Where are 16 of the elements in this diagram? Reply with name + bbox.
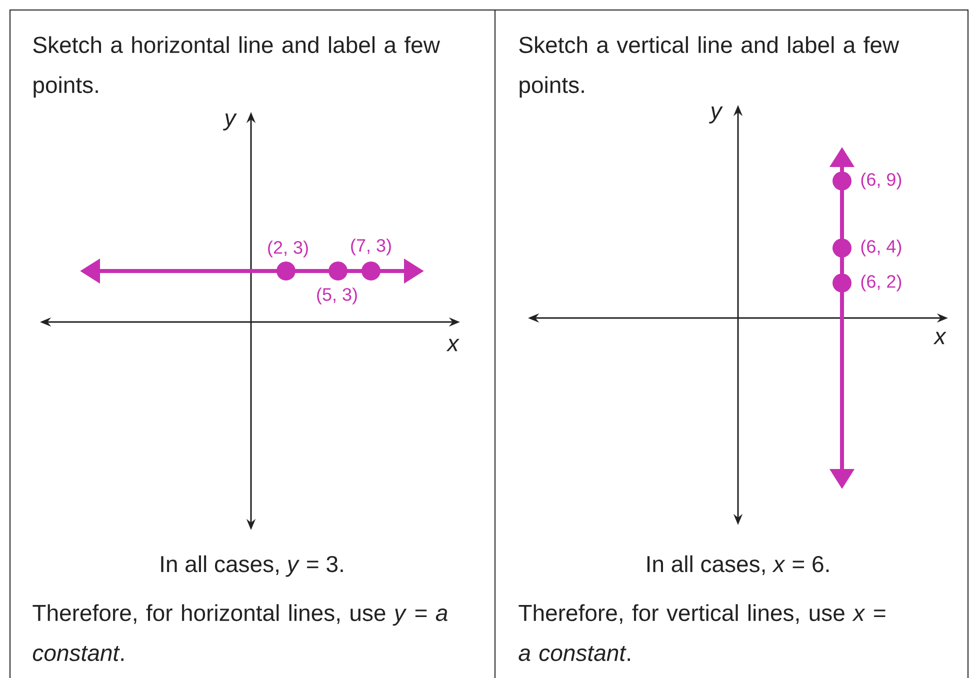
point-label: (5, 3) (317, 288, 357, 304)
point-label: (6, 9) (861, 172, 902, 190)
point-label: (2, 3) (268, 240, 308, 258)
conclusion-text: Therefore, for vertical lines, use x = a constant. (518, 604, 886, 662)
axis-label: y (708, 106, 723, 124)
point-label: (7, 3) (351, 238, 391, 256)
conclusion-text: Therefore, for horizontal lines, use y = a constant. (32, 604, 448, 662)
instruction-text: Sketch a vertical line and label a few points. (519, 36, 900, 98)
instruction-text: Sketch a horizontal line and label a few points. (33, 36, 440, 98)
result-text: In all cases, y = 3. (161, 555, 343, 577)
axis-label: x (933, 332, 946, 344)
result-text: In all cases, x = 6. (647, 555, 829, 575)
point-label: (6, 4) (861, 240, 902, 256)
axis-label: x (446, 338, 460, 352)
point-label: (6, 2) (861, 274, 902, 292)
axis-label: y (222, 114, 237, 130)
